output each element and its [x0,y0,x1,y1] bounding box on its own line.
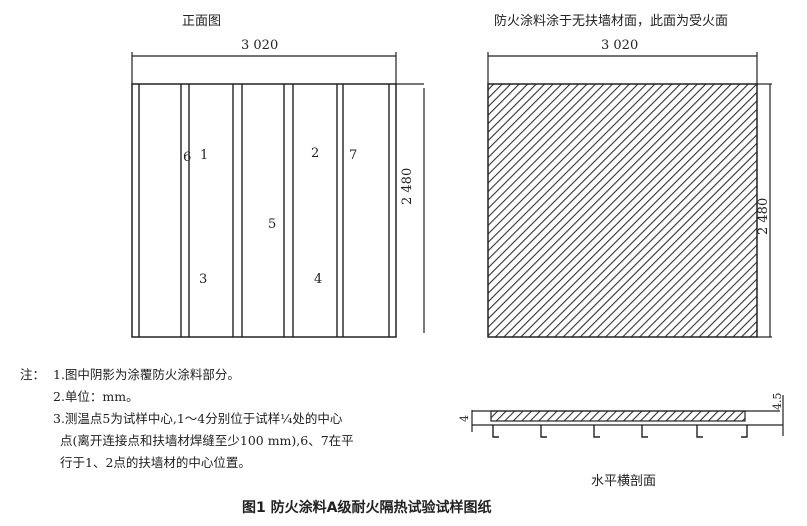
point-1: 1 [200,148,209,163]
fire-side-drawing [487,52,772,338]
section-dim-left: 4 [458,415,471,422]
point-5: 5 [268,217,277,232]
front-view-title: 正面图 [182,14,222,29]
note-2: 2.单位：mm。 [53,389,139,404]
front-height-label: 2 480 [400,167,415,205]
front-panel [131,83,397,338]
point-7: 7 [349,148,358,163]
figure-caption: 图1 防火涂料A级耐火隔热试验试样图纸 [242,500,492,516]
note-3-cont-2: 行于1、2点的扶墙材的中心位置。 [60,455,251,470]
note-1: 1.图中阴影为涂覆防火涂料部分。 [53,367,240,382]
point-2: 2 [311,146,320,161]
notes-prefix: 注： [20,367,46,382]
front-view-drawing [131,52,425,338]
front-width-label: 3 020 [241,38,279,53]
fire-width-label: 3 020 [601,38,639,53]
point-4: 4 [314,272,323,287]
fire-height-label: 2 480 [756,197,771,235]
section-title: 水平横剖面 [591,474,657,489]
fire-side-title: 防火涂料涂于无扶墙材面，此面为受火面 [494,14,729,29]
section-dim-right: 4.5 [771,392,784,411]
coated-panel [487,83,758,338]
point-6: 6 [183,150,192,165]
section-drawing [471,395,784,438]
note-3-cont-1: 点(离开连接点和扶墙材焊缝至少100 mm),6、7在平 [60,433,354,448]
point-3: 3 [199,272,208,287]
wall-stud-lines [138,84,390,337]
note-3: 3.测温点5为试样中心,1～4分别位于试样¼处的中心 [53,411,343,426]
